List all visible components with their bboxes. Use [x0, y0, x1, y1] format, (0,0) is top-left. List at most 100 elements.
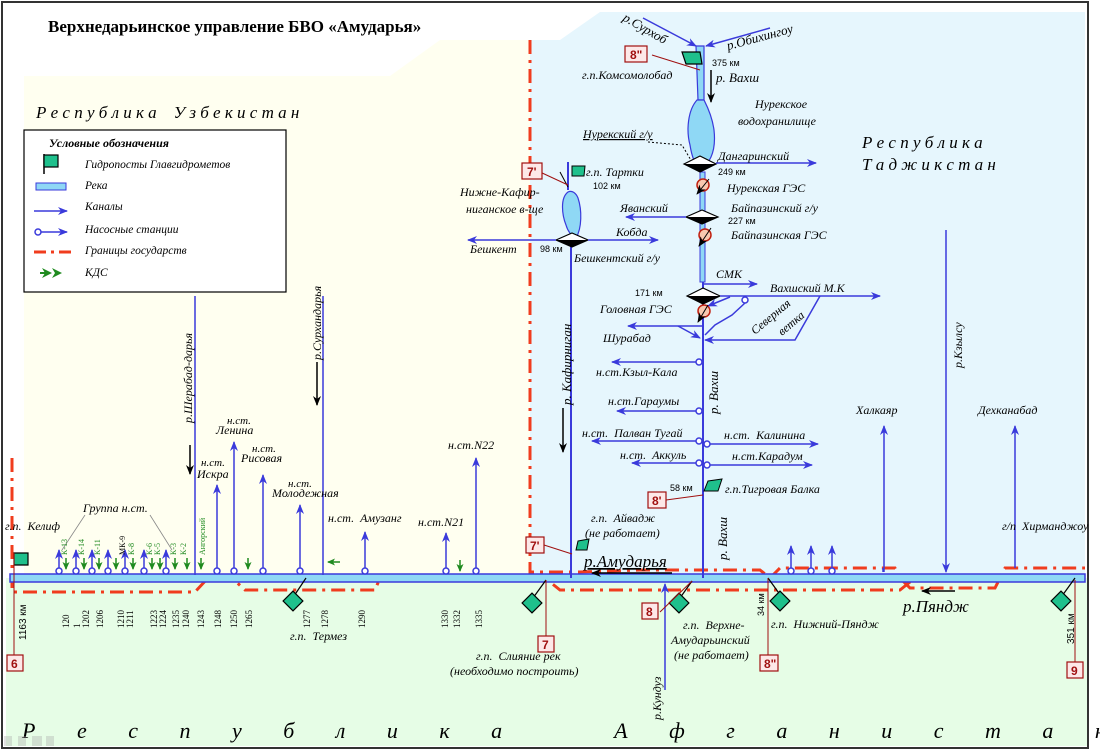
km-tick: 1211 — [125, 610, 135, 628]
toolbar-next-icon[interactable] — [46, 736, 54, 746]
ps-molod-label-2: Молодежная — [271, 486, 339, 500]
viewer-toolbar[interactable] — [4, 736, 54, 746]
gauge-flag-icon — [703, 478, 723, 492]
pump-station — [104, 549, 112, 575]
pump-station — [55, 549, 63, 575]
km-tick: 1278 — [320, 610, 330, 629]
legend-item-label: КДС — [84, 267, 108, 279]
pump-station — [140, 549, 148, 575]
group-station-label: К-11 — [93, 539, 102, 555]
river-kyzylsu-label: р.Кзылсу — [951, 322, 965, 369]
km-tick: 1265 — [244, 610, 254, 629]
group-station-label: К-2 — [179, 543, 188, 555]
km-tick: 1 — [72, 624, 82, 629]
ps-khalkayar-label: Халкаяр — [855, 403, 897, 417]
pump-stations-uzbekistan — [55, 441, 480, 575]
marker-8p: 8' — [647, 491, 667, 509]
river-amudarya-label: р.Амударья — [583, 552, 667, 571]
kafirnigan-reservoir-label-2: ниганское в-ще — [466, 202, 544, 216]
gauge-flag-icon — [43, 154, 59, 168]
ps-garauty-label: н.ст.Гараумы — [608, 394, 679, 408]
canal-vakhsh-mk-label: Вахшский М.К — [770, 281, 846, 295]
km-1163: 1163 км — [18, 604, 29, 640]
svg-text:9: 9 — [1071, 664, 1078, 678]
baipaza-hu-label: Байпазинский г/у — [730, 201, 819, 215]
canal-dangara-label: Дангаринский — [717, 149, 789, 163]
gauge-verkhne-label-2: Амударьинский — [670, 633, 750, 647]
gauge-flag-icon — [575, 538, 590, 551]
pump-stations-right — [787, 545, 836, 575]
svg-text:7': 7' — [530, 539, 540, 553]
gauge-termez-label: г.п. Термез — [290, 629, 347, 643]
km-tick: 120 — [61, 614, 71, 628]
km-tick: 1290 — [357, 610, 367, 629]
marker-8: 8 — [641, 602, 659, 620]
gauge-komsomolobad-label: г.п.Комсомолобад — [582, 68, 673, 82]
ps-kyzyl-kala-label: н.ст.Кзыл-Кала — [596, 365, 677, 379]
marker-6: 6 — [6, 654, 24, 672]
group-station-label: К-13 — [60, 539, 69, 555]
nurek-reservoir-label-1: Нурекское — [754, 97, 808, 111]
km-tick: 1223 — [149, 610, 159, 629]
pump-station — [472, 457, 480, 575]
km-249: 249 км — [718, 167, 746, 177]
pump-station — [121, 549, 129, 575]
group-station-label: К-5 — [153, 543, 162, 555]
ps-lenina-label-1: н.ст. — [227, 415, 251, 427]
pump-stations-vakhsh — [591, 358, 819, 469]
ps-iskra-label-2: Искра — [196, 467, 229, 481]
gauge-sliyanie-icon — [521, 579, 547, 614]
km-58: 58 км — [670, 483, 693, 493]
gauge-aivadj-label-2: (не работает) — [585, 526, 660, 540]
pump-station — [72, 549, 80, 575]
toolbar-prev-icon[interactable] — [4, 736, 12, 746]
pump-station — [162, 549, 170, 575]
group-station-label: Ангорский — [198, 517, 207, 555]
afghanistan-region — [6, 578, 1088, 746]
km-tick: 1224 — [158, 610, 168, 629]
toolbar-pen-icon[interactable] — [18, 736, 26, 746]
ps-amuzang-label: н.ст. Амузанг — [328, 511, 402, 525]
marker-7p-top: 7' — [521, 162, 543, 180]
marker-8pp: 8" — [624, 45, 648, 63]
svg-text:7': 7' — [527, 165, 537, 179]
km-351: 351 км — [1066, 613, 1077, 644]
hpp-golovnaya-label: Головная ГЭС — [599, 302, 673, 316]
ps-lenina-label-2: Ленина — [215, 423, 253, 437]
km-tick: 1202 — [81, 610, 91, 628]
ps-n21-label: н.ст.N21 — [418, 515, 464, 529]
gauge-khirmanjou-icon — [1050, 577, 1076, 612]
country-tajikistan-2: Т а д ж и к с т а н — [862, 155, 996, 174]
country-afghanistan: Р е с п у б л и к а А ф г а н и с т а н — [21, 718, 1100, 743]
gauge-verkhne-label-3: (не работает) — [674, 648, 749, 662]
pump-station — [259, 474, 267, 575]
pump-station — [296, 504, 304, 575]
group-station-label: К-6 — [145, 543, 154, 555]
legend-item-label: Гидропосты Главгидрометов — [84, 159, 230, 171]
pump-station — [442, 532, 450, 575]
nurek-reservoir-label-2: водохранилище — [738, 114, 817, 128]
pump-station — [213, 484, 221, 575]
ps-risovaya-label-2: Рисовая — [240, 451, 282, 465]
river-sherabad-label: р.Шерабад-дарья — [181, 333, 195, 424]
km-tick: 1240 — [181, 610, 191, 629]
legend-item-label: Границы государств — [84, 245, 187, 257]
ps-akkul-label: н.ст. Аккуль — [620, 448, 687, 462]
toolbar-menu-icon[interactable] — [32, 736, 42, 746]
kafirnigan-reservoir-label-1: Нижне-Кафир- — [459, 185, 540, 199]
hpp-nurek-label: Нурекская ГЭС — [726, 181, 806, 195]
canal-shurabad-label: Шурабад — [602, 331, 651, 345]
pump-station — [361, 531, 369, 575]
gauge-tigrovaya-label: г.п.Тигровая Балка — [725, 482, 820, 496]
km-tick: 1248 — [213, 610, 223, 629]
km-tick: 1206 — [95, 610, 105, 629]
marker-9: 9 — [1066, 661, 1084, 679]
canal-beshkent-label: Бешкент — [469, 242, 517, 256]
river-band-icon — [35, 182, 67, 191]
group-station-label: К-14 — [77, 539, 86, 555]
gauge-nizhny-pyanj-label: г.п. Нижний-Пяндж — [771, 617, 879, 631]
country-tajikistan-1: Р е с п у б л и к а — [861, 133, 983, 152]
km-tick: 1250 — [229, 610, 239, 629]
legend-item-label: Каналы — [84, 201, 123, 213]
km-tick: 1235 — [171, 610, 181, 629]
